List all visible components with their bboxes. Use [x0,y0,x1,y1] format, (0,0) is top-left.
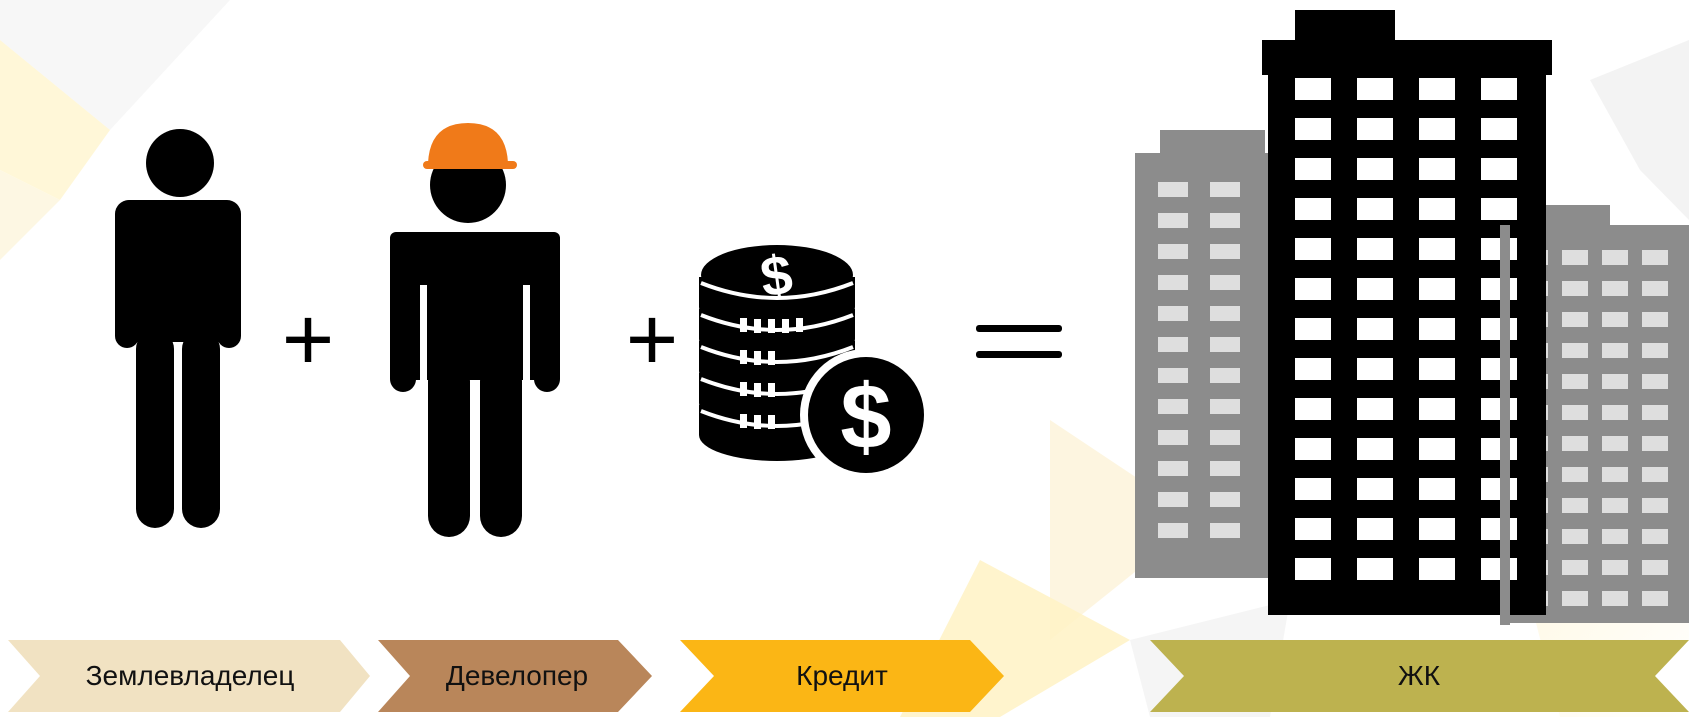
label-developer: Девелопер [445,660,589,691]
landowner-chevron [8,640,370,712]
person-icon [115,129,241,528]
complex-chevron [1150,640,1689,712]
label-credit: Кредит [796,660,888,691]
developer-chevron [378,640,652,712]
dollar-coin-icon: $ [800,349,932,481]
equals-operator [976,325,1062,358]
label-complex: ЖК [1397,660,1441,691]
plus-operator-2: + [626,290,679,390]
plus-operator-1: + [282,290,335,390]
label-landowner: Землевладелец [85,660,295,691]
coins-stack-icon: $ [699,242,855,461]
credit-chevron [680,640,1004,712]
complex-chevron-notch [1655,640,1689,712]
hardhat-icon [428,123,508,163]
svg-text:$: $ [840,366,891,468]
builder-icon [390,123,560,537]
apartment-buildings-icon [1135,10,1689,625]
